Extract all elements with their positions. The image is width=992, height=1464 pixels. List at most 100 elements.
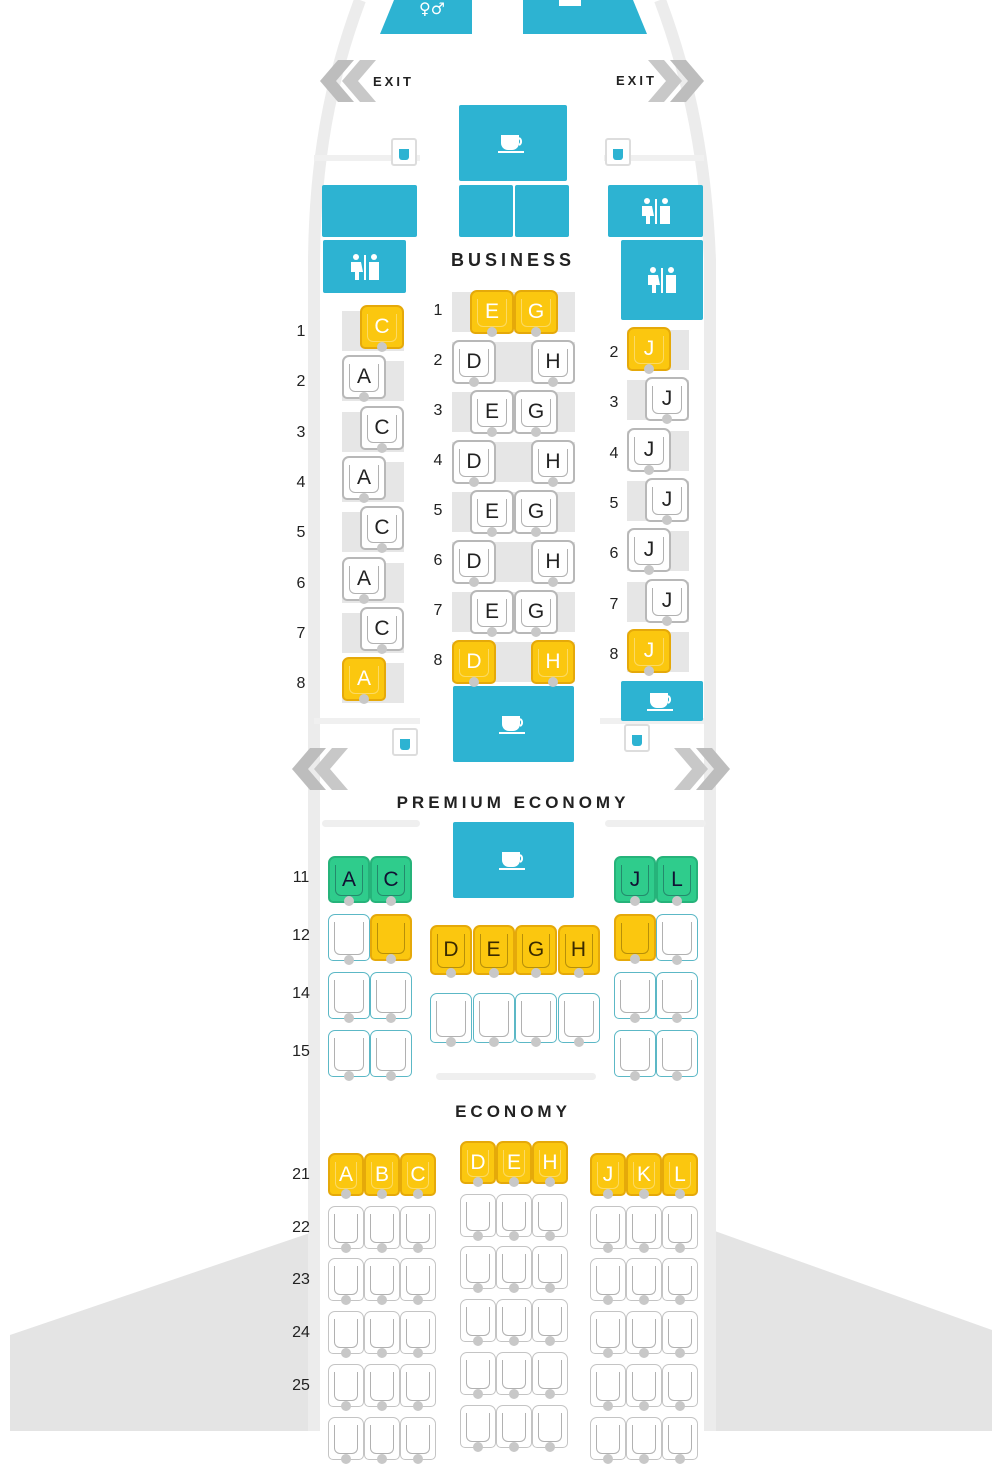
seat[interactable] xyxy=(328,1363,364,1411)
seat-g[interactable]: G xyxy=(514,390,558,437)
seat[interactable] xyxy=(626,1363,662,1411)
seat[interactable] xyxy=(430,993,472,1047)
seat[interactable] xyxy=(328,1030,370,1081)
seat[interactable] xyxy=(400,1416,436,1464)
seat[interactable] xyxy=(328,972,370,1023)
seat-h[interactable]: H xyxy=(557,925,600,978)
seat[interactable] xyxy=(626,1258,662,1306)
seat-g[interactable]: G xyxy=(514,490,558,537)
seat-a[interactable]: A xyxy=(342,657,386,705)
seat[interactable] xyxy=(496,1404,532,1452)
seat[interactable] xyxy=(626,1311,662,1359)
seat[interactable] xyxy=(515,993,557,1047)
seat[interactable] xyxy=(400,1363,436,1411)
seat-e[interactable]: E xyxy=(470,390,514,437)
seat-j[interactable]: J xyxy=(627,327,671,374)
seat-e[interactable]: E xyxy=(470,490,514,537)
seat-k[interactable]: K xyxy=(626,1153,662,1199)
seat[interactable] xyxy=(472,993,515,1047)
seat[interactable] xyxy=(400,1205,436,1253)
seat[interactable] xyxy=(590,1311,626,1359)
seat-g[interactable]: G xyxy=(515,925,557,978)
seat[interactable] xyxy=(656,1030,698,1081)
seat[interactable] xyxy=(364,1258,400,1306)
seat-l[interactable]: L xyxy=(656,856,698,906)
seat[interactable] xyxy=(364,1205,400,1253)
seat-h[interactable]: H xyxy=(532,1141,568,1187)
seat-e[interactable]: E xyxy=(472,925,515,978)
seat[interactable] xyxy=(532,1404,568,1452)
seat[interactable] xyxy=(532,1193,568,1241)
seat-l[interactable]: L xyxy=(662,1153,698,1199)
seat-a[interactable]: A xyxy=(342,556,386,604)
seat-j[interactable]: J xyxy=(590,1153,626,1199)
seat-c[interactable]: C xyxy=(360,506,404,554)
seat-d[interactable]: D xyxy=(452,540,496,587)
seat[interactable] xyxy=(370,972,412,1023)
seat-d[interactable]: D xyxy=(452,440,496,487)
seat[interactable] xyxy=(496,1193,532,1241)
seat-j[interactable]: J xyxy=(614,856,656,906)
seat-j[interactable]: J xyxy=(627,528,671,576)
seat[interactable] xyxy=(532,1246,568,1294)
seat-c[interactable]: C xyxy=(370,856,412,906)
seat[interactable] xyxy=(328,914,370,965)
seat-h[interactable]: H xyxy=(531,640,575,687)
seat-c[interactable]: C xyxy=(360,606,404,654)
seat[interactable] xyxy=(328,1258,364,1306)
seat-c[interactable]: C xyxy=(400,1153,436,1199)
seat-j[interactable]: J xyxy=(627,427,671,475)
seat-a[interactable]: A xyxy=(342,355,386,403)
seat[interactable] xyxy=(662,1416,698,1464)
seat[interactable] xyxy=(400,1258,436,1306)
seat[interactable] xyxy=(532,1351,568,1399)
seat[interactable] xyxy=(557,993,600,1047)
seat[interactable] xyxy=(460,1193,496,1241)
seat[interactable] xyxy=(460,1351,496,1399)
seat-e[interactable]: E xyxy=(470,290,514,337)
seat-h[interactable]: H xyxy=(531,340,575,387)
seat-g[interactable]: G xyxy=(514,290,558,337)
seat-a[interactable]: A xyxy=(328,1153,364,1199)
seat-j[interactable]: J xyxy=(645,578,689,626)
seat[interactable] xyxy=(400,1311,436,1359)
seat[interactable] xyxy=(364,1311,400,1359)
seat[interactable] xyxy=(460,1246,496,1294)
seat[interactable] xyxy=(626,1416,662,1464)
seat-d[interactable]: D xyxy=(452,340,496,387)
seat-j[interactable]: J xyxy=(645,477,689,525)
seat[interactable] xyxy=(328,1416,364,1464)
seat[interactable] xyxy=(662,1258,698,1306)
seat[interactable] xyxy=(662,1363,698,1411)
seat[interactable] xyxy=(614,1030,656,1081)
seat[interactable] xyxy=(614,972,656,1023)
seat-h[interactable]: H xyxy=(531,540,575,587)
seat-d[interactable]: D xyxy=(430,925,472,978)
seat-d[interactable]: D xyxy=(460,1141,496,1187)
seat[interactable] xyxy=(614,914,656,964)
seat[interactable] xyxy=(496,1299,532,1347)
seat-g[interactable]: G xyxy=(514,590,558,637)
seat-b[interactable]: B xyxy=(364,1153,400,1199)
seat[interactable] xyxy=(370,914,412,964)
seat[interactable] xyxy=(364,1363,400,1411)
seat[interactable] xyxy=(590,1363,626,1411)
seat[interactable] xyxy=(532,1299,568,1347)
seat[interactable] xyxy=(662,1205,698,1253)
seat[interactable] xyxy=(370,1030,412,1081)
seat-j[interactable]: J xyxy=(627,628,671,676)
seat-c[interactable]: C xyxy=(360,305,404,352)
seat[interactable] xyxy=(460,1404,496,1452)
seat[interactable] xyxy=(328,1311,364,1359)
seat-a[interactable]: A xyxy=(328,856,370,906)
seat-c[interactable]: C xyxy=(360,405,404,453)
seat-h[interactable]: H xyxy=(531,440,575,487)
seat[interactable] xyxy=(662,1311,698,1359)
seat[interactable] xyxy=(590,1205,626,1253)
seat[interactable] xyxy=(364,1416,400,1464)
seat-d[interactable]: D xyxy=(452,640,496,687)
seat-j[interactable]: J xyxy=(645,377,689,425)
seat[interactable] xyxy=(496,1351,532,1399)
seat[interactable] xyxy=(328,1205,364,1253)
seat[interactable] xyxy=(656,914,698,965)
